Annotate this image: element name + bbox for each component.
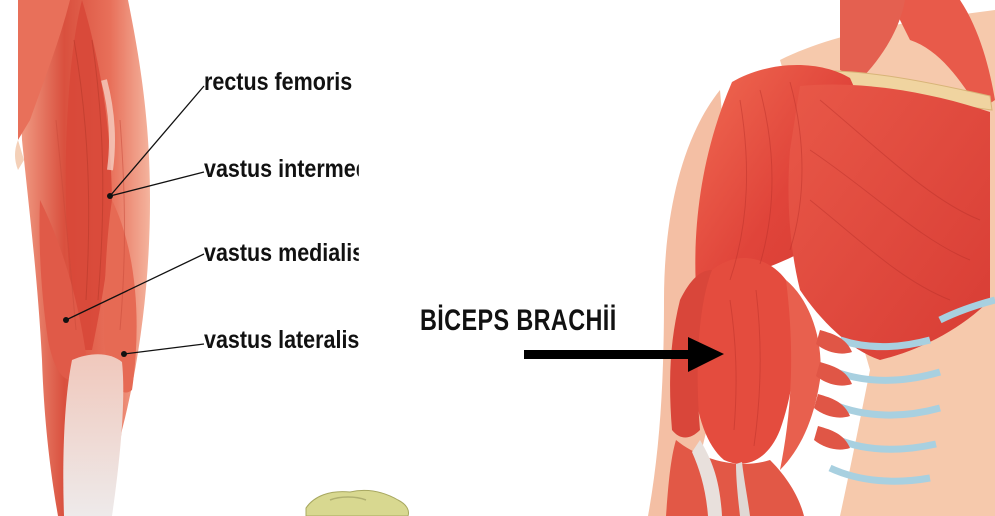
- label-vastus-intermedius: vastus intermedius: [204, 154, 359, 184]
- label-vastus-medialis: vastus medialis: [204, 238, 359, 268]
- biceps-arrow: [524, 337, 724, 372]
- label-rectus-femoris: rectus femoris: [204, 67, 359, 97]
- label-biceps-brachii: BİCEPS BRACHİİ: [420, 304, 617, 338]
- vertebra-fragment: [306, 490, 409, 516]
- thigh-illustration: [15, 0, 150, 516]
- label-clip-mask: [384, 0, 402, 400]
- arm-illustration: [648, 0, 995, 516]
- label-vastus-lateralis: vastus lateralis: [204, 325, 359, 355]
